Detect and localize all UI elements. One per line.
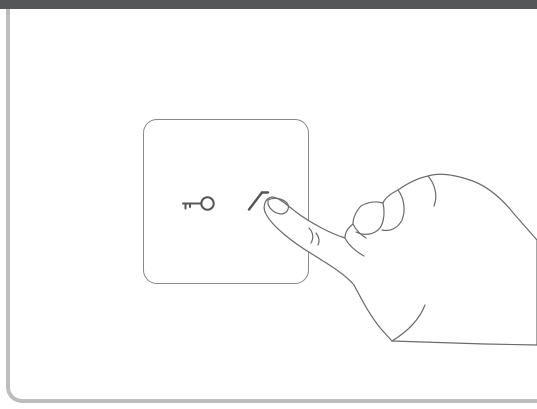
pointing-hand-icon: [264, 174, 537, 345]
key-icon[interactable]: [183, 197, 214, 209]
